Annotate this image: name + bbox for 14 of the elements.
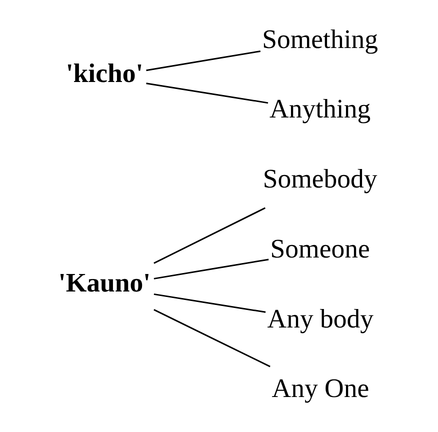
node-text: Any body <box>267 303 374 334</box>
node-text: Any One <box>272 373 370 404</box>
connector <box>146 50 261 72</box>
connector <box>154 258 269 280</box>
node-text: Somebody <box>262 164 378 194</box>
connector <box>154 293 266 313</box>
node-text: Something <box>262 24 378 54</box>
node-text: 'kicho' <box>66 58 144 88</box>
connector <box>146 82 268 104</box>
connector <box>154 309 270 368</box>
node-text: Anything <box>270 94 371 124</box>
node-text: 'Kauno' <box>58 268 151 298</box>
connector <box>154 207 266 264</box>
node-text: Someone <box>270 233 370 264</box>
